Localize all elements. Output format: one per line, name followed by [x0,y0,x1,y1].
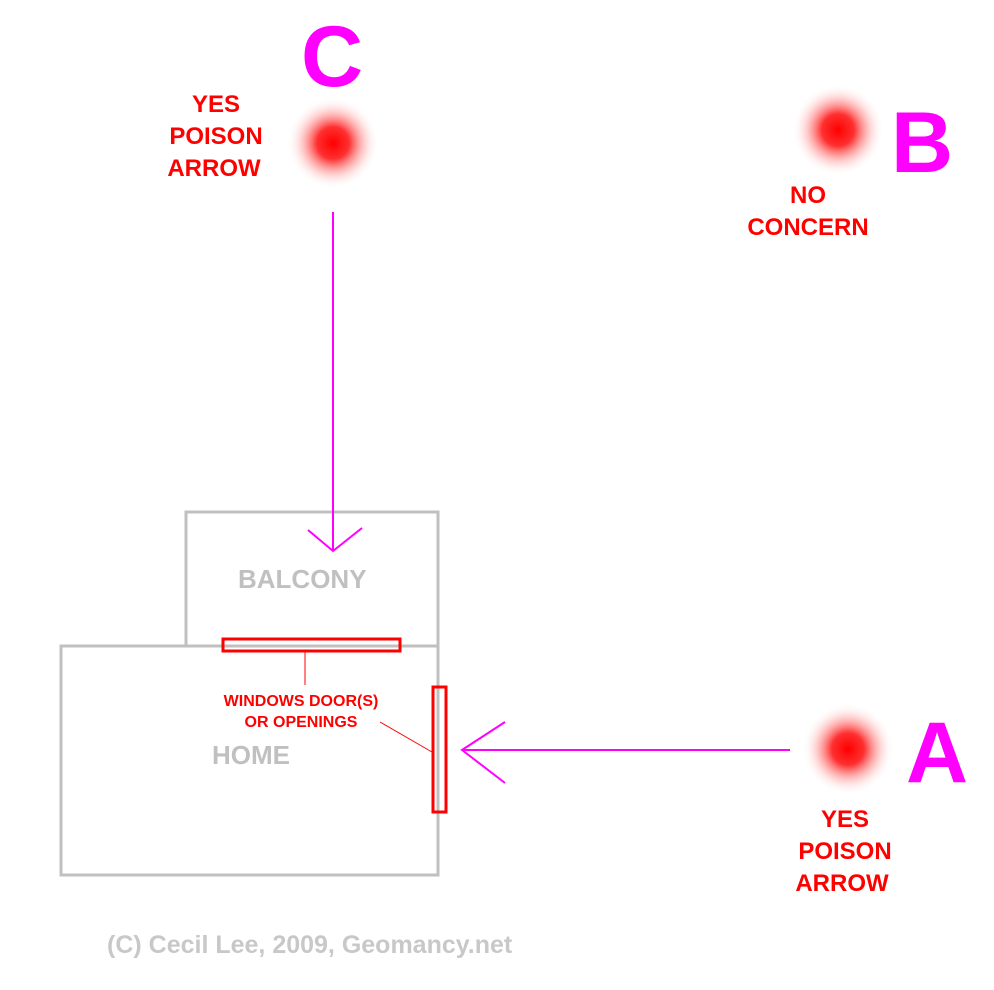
c-label-2: POISON [169,123,262,150]
a-label-2: POISON [798,838,891,865]
source-a-glow [802,703,894,795]
top-opening [221,637,402,653]
letter-a: A [906,705,968,801]
c-label-1: YES [192,91,240,118]
openings-label-2: OR OPENINGS [245,714,358,731]
b-label-1: NO [790,182,826,209]
copyright: (C) Cecil Lee, 2009, Geomancy.net [107,931,513,959]
balcony-label: BALCONY [238,564,367,594]
a-label-1: YES [821,806,869,833]
openings-label-1: WINDOWS DOOR(S) [224,693,379,710]
side-opening [431,685,448,814]
letter-b: B [891,95,953,191]
home-label: HOME [212,740,290,770]
source-c-glow [287,97,379,189]
arrow-a [460,721,790,784]
b-label-2: CONCERN [747,214,868,241]
arrow-c [307,212,363,553]
home-outline [59,644,440,877]
letter-c: C [301,9,363,105]
a-label-3: ARROW [795,870,889,897]
leader-line-side [379,721,433,753]
c-label-3: ARROW [167,155,261,182]
source-b-glow [792,84,884,176]
